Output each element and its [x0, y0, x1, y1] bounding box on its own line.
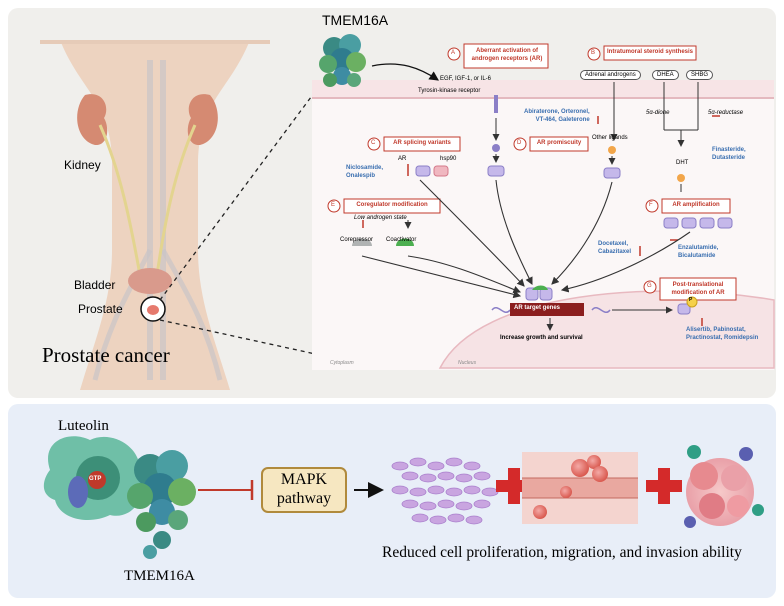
migration-vessel [522, 452, 638, 524]
bladder [128, 268, 172, 294]
receptor-label: Tyrosin-kinase receptor [418, 88, 481, 94]
torso [60, 40, 250, 390]
box-a [447, 43, 549, 69]
adrenal-androgens-label: Adrenal androgens [580, 70, 641, 80]
drug-abiraterone: Abiraterone, Orteronel,VT-464, Galeteron… [524, 109, 590, 123]
box-e-letter: E [331, 202, 336, 208]
box-c-title: AR splicing variants [393, 140, 451, 146]
other-ligands-label: Other ligands [592, 135, 628, 141]
box-b-letter: B [591, 50, 596, 56]
ligand-label: EGF, IGF-1, or IL-6 [440, 76, 492, 82]
tmem16a-top-label: TMEM16A [322, 12, 389, 28]
receptor-pathway [487, 95, 505, 177]
reductase-label: 5α-reductase [708, 110, 744, 116]
box-b [587, 45, 697, 61]
drug-enzalutamide: Enzalutamide,Bicalutamide [678, 245, 719, 259]
box-d [513, 136, 589, 152]
gtp-label: GTP [89, 476, 102, 482]
dhea-label: DHEA [652, 70, 679, 80]
box-f-title: AR amplification [672, 202, 720, 208]
box-e-title: Coregulator modification [356, 202, 428, 208]
shbg-label: SHBG [686, 70, 714, 80]
drug-finasteride: Finasteride,Dutasteride [712, 147, 746, 161]
box-a-letter: A [451, 50, 456, 56]
ar-target-genes-label: AR target genes [514, 305, 561, 311]
gtp-icon [88, 471, 106, 489]
box-d-title: AR promiscuity [536, 140, 582, 146]
ar-dimer-dna [491, 285, 703, 331]
low-androgen-label: Low androgen state [354, 215, 407, 221]
mapk-box [261, 467, 347, 513]
dht-label: DHT [676, 160, 689, 166]
drug-docetaxel: Docetaxel,Cabazitaxel [598, 241, 632, 255]
cytoplasm-label: Cytoplasm [330, 360, 354, 366]
box-f [645, 198, 731, 214]
hsp90-label: hsp90 [440, 156, 457, 162]
prostate-cancer-label: Prostate cancer [42, 343, 170, 367]
ar-splicing-icons [407, 164, 449, 177]
tmem16a-to-ligand-arrow [371, 63, 439, 81]
corepressor-label: Corepressor [340, 237, 374, 243]
prostate [147, 305, 159, 315]
nucleus-label: Nucleus [458, 360, 477, 366]
phospho-badge: P [689, 297, 693, 303]
body-illustration [40, 40, 321, 390]
result-text: Reduced cell proliferation, migration, a… [382, 544, 742, 561]
drug-niclosamide: Niclosamide,Onalespib [346, 165, 384, 179]
invasion-tumor [684, 445, 764, 528]
converging-arrows [361, 179, 691, 299]
kidney-label: Kidney [64, 158, 101, 172]
box-e [327, 198, 441, 214]
dione-label: 5α-dione [646, 110, 670, 116]
box-b-title: Intratumoral steroid synthesis [606, 49, 694, 55]
bladder-label: Bladder [74, 278, 116, 292]
plus-icon-2 [646, 468, 682, 504]
proliferating-cells [391, 457, 499, 525]
inhibition-line [198, 480, 254, 500]
tmem16a-protein-bottom [127, 450, 196, 559]
prostate-label: Prostate [78, 302, 123, 316]
coregulator-icons [352, 220, 414, 246]
box-d-letter: D [517, 140, 522, 146]
ar-receptor-icon [487, 165, 505, 177]
tmem16a-bottom-label: TMEM16A [124, 568, 195, 584]
box-g [643, 277, 737, 301]
ureters [98, 124, 197, 276]
box-g-letter: G [647, 283, 652, 289]
luteolin-label: Luteolin [58, 418, 109, 434]
cell-panel [312, 80, 775, 370]
coactivator-label: Coactivator [386, 237, 417, 243]
left-kidney [77, 94, 108, 146]
ligand-dot [492, 144, 500, 152]
ar-amplification-icons [639, 217, 733, 256]
box-c [367, 136, 461, 152]
drug-alisertib: Alisertib, Pabinostat,Practinostat, Romi… [686, 327, 759, 341]
cell-membrane [312, 80, 774, 98]
ar-target-genes-box [510, 303, 584, 316]
outcome-label: Increase growth and survival [500, 335, 583, 341]
steroid-pathway [597, 82, 720, 192]
ar-label: AR [398, 156, 407, 162]
box-c-letter: C [371, 140, 376, 146]
other-ligand-dot [608, 146, 616, 154]
right-kidney [187, 94, 218, 146]
tmem16a-protein-top [319, 34, 366, 87]
box-f-letter: F [649, 202, 653, 208]
luteolin-cell [43, 436, 143, 520]
plus-icon-1 [496, 468, 532, 504]
